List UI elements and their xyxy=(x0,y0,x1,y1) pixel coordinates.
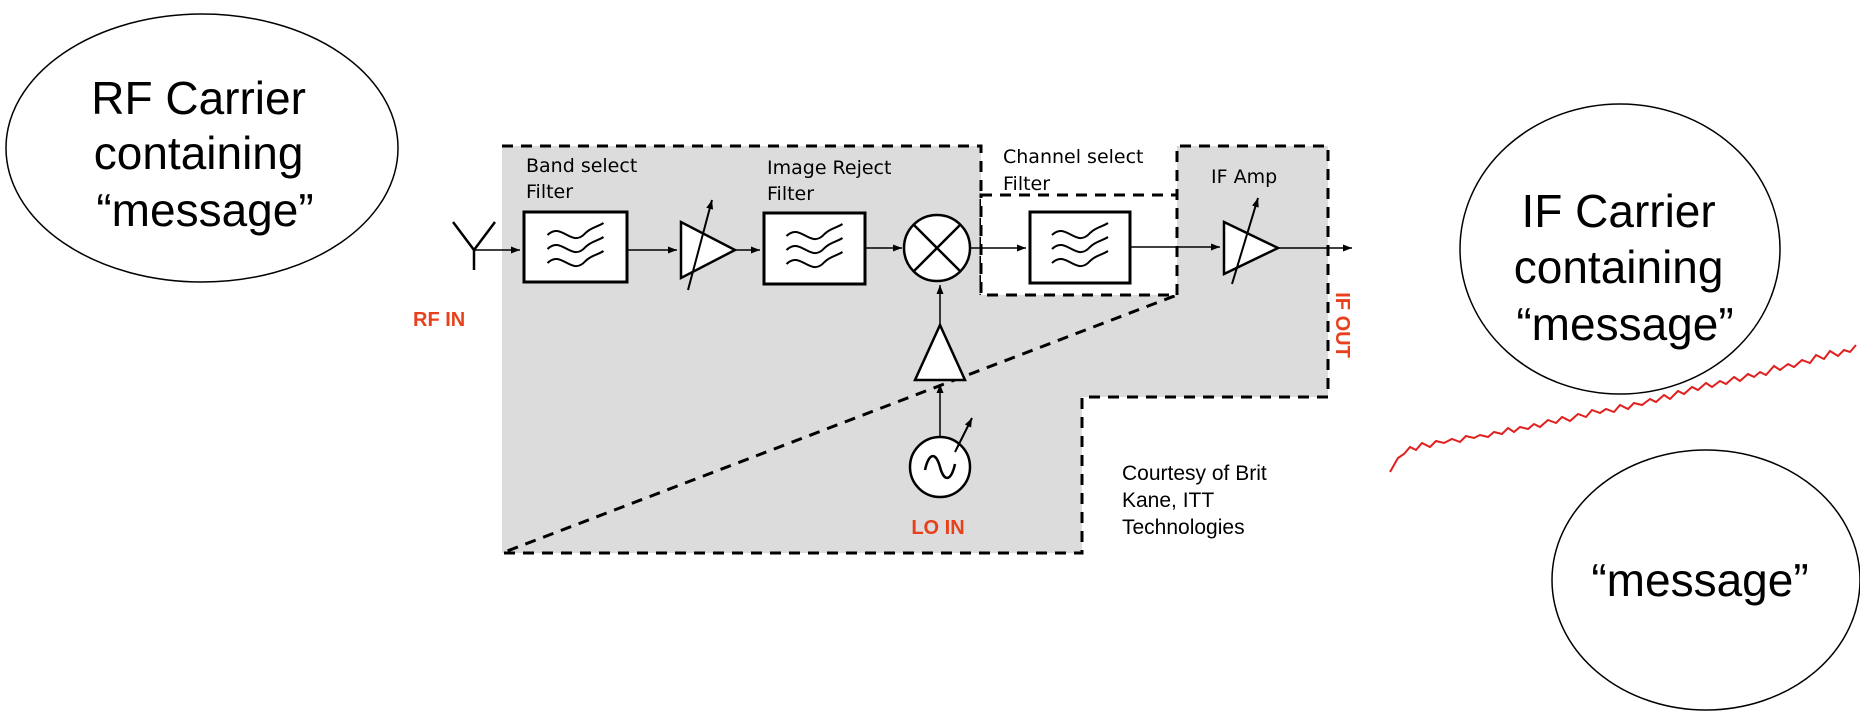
if-amplifier-icon xyxy=(1222,197,1281,285)
local-oscillator-icon xyxy=(908,417,973,499)
message-bubble xyxy=(1551,449,1860,711)
channel-select-filter xyxy=(1028,210,1132,285)
rf-carrier-bubble xyxy=(5,13,399,283)
channel-select-label: Channel select Filter xyxy=(1003,146,1150,195)
if-amp-label: IF Amp xyxy=(1211,166,1277,188)
mixer-icon xyxy=(902,213,972,283)
signal-trace xyxy=(1389,344,1857,473)
image-reject-filter xyxy=(762,211,867,286)
rf-in-label: RF IN xyxy=(413,309,465,331)
lo-buffer-amplifier-icon xyxy=(913,321,967,382)
credit-text: Courtesy of Brit Kane, ITT Technologies xyxy=(1122,462,1273,539)
if-out-label: IF OUT xyxy=(1331,292,1353,358)
rf-amplifier-icon xyxy=(679,199,738,291)
if-carrier-bubble xyxy=(1459,103,1781,395)
lo-in-label: LO IN xyxy=(911,517,964,539)
image-reject-label: Image Reject Filter xyxy=(767,157,898,205)
antenna-icon xyxy=(452,221,496,270)
band-select-label: Band select Filter xyxy=(526,155,643,203)
band-select-filter xyxy=(522,210,629,284)
rf-carrier-text: RF Carrier containing “message” xyxy=(91,72,318,236)
message-text: “message” xyxy=(1591,554,1808,606)
if-carrier-text: IF Carrier containing “message” xyxy=(1514,185,1737,350)
